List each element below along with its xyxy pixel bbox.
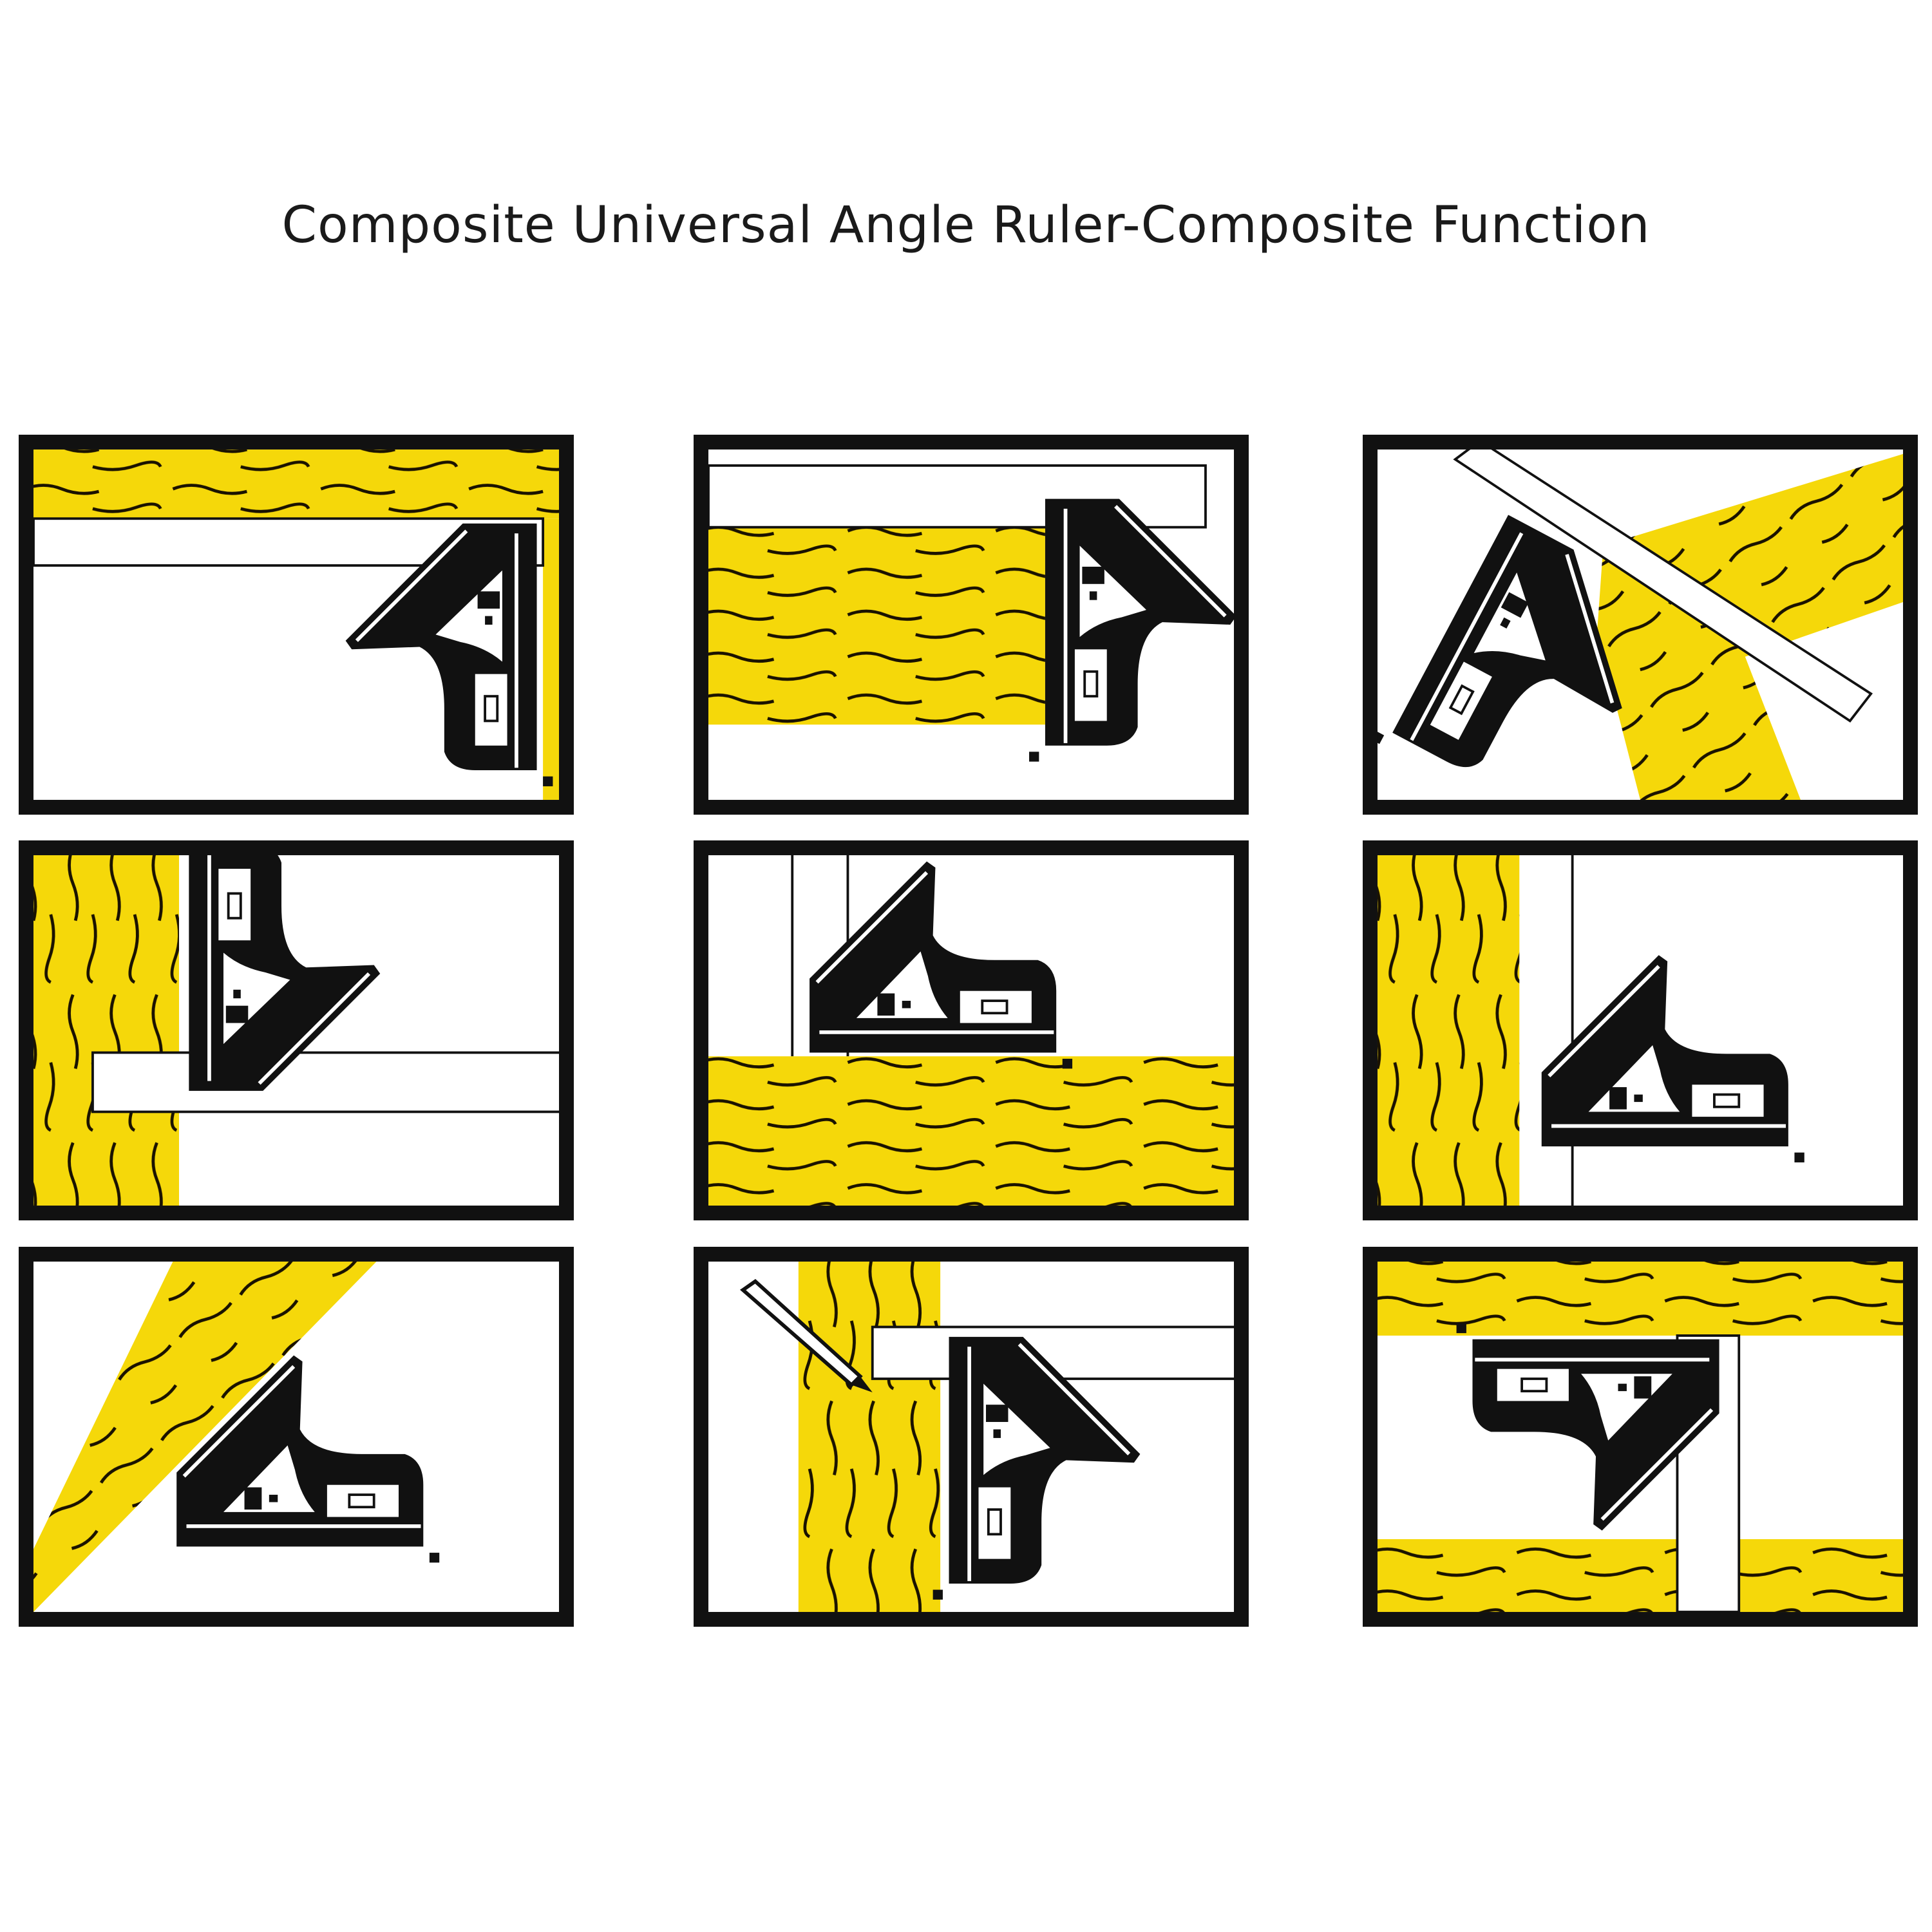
panel-horizontal-marking: [694, 840, 1249, 1220]
ruler-blade: [91, 1051, 563, 1113]
wood-board: [543, 518, 560, 800]
wood-board: [708, 1056, 1235, 1206]
wood-board: [708, 527, 1045, 725]
panel-inside-corner: [19, 435, 574, 815]
wood-board: [798, 1261, 941, 1613]
wood-board: [33, 855, 180, 1206]
wood-board: [1377, 1261, 1904, 1336]
panel-depth-measure: [1363, 1247, 1918, 1627]
panel-beside-board: [1363, 840, 1918, 1220]
panel-angle-check: [1363, 435, 1918, 815]
wood-board: [1377, 1539, 1904, 1613]
page-title: Composite Universal Angle Ruler-Composit…: [281, 196, 1651, 254]
panel-edge-square: [694, 435, 1249, 815]
panel-pencil-marking: [694, 1247, 1249, 1627]
wood-board: [1377, 855, 1520, 1206]
panel-45-degree: [19, 1247, 574, 1627]
wood-board: [33, 449, 560, 519]
panel-vertical-board: [19, 840, 574, 1220]
pencil-icon: [739, 1278, 873, 1393]
